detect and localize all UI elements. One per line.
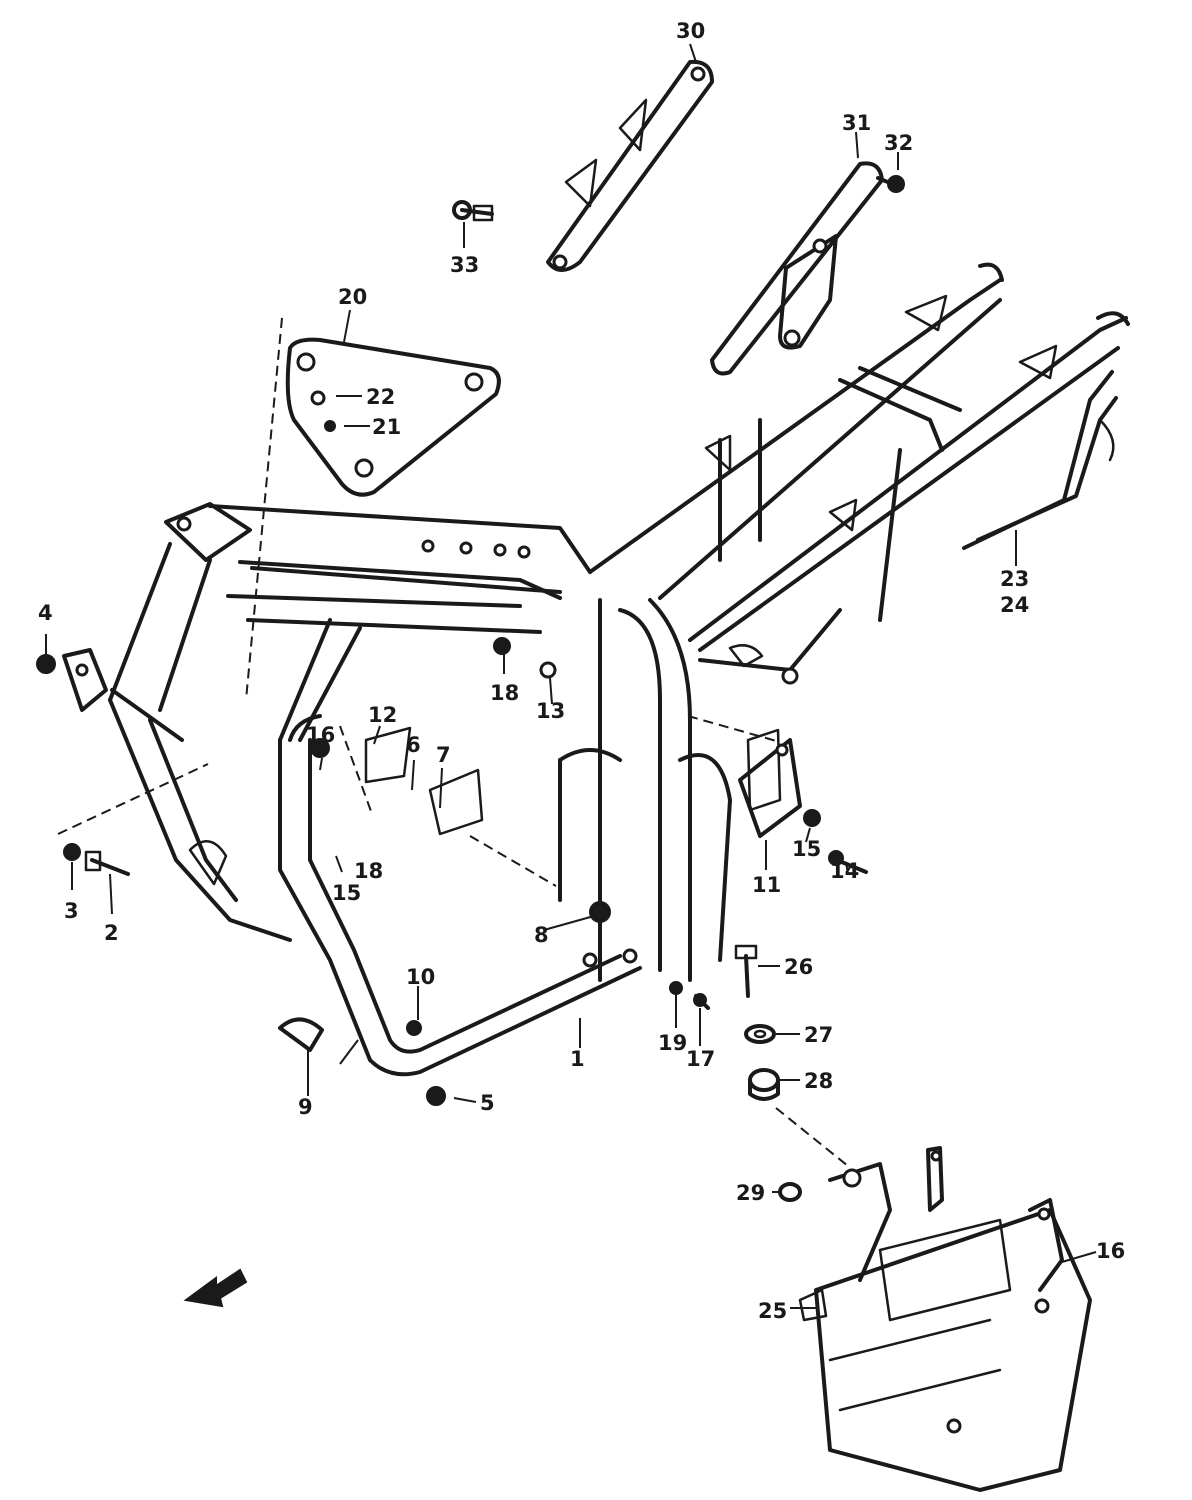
callout-22: 22 bbox=[366, 385, 395, 409]
callout-25: 25 bbox=[758, 1299, 787, 1323]
part-23-24-rail bbox=[962, 370, 1118, 550]
callout-16: 16 bbox=[306, 723, 335, 747]
part-1-main-frame bbox=[108, 262, 1130, 1077]
washer-27 bbox=[744, 1024, 776, 1044]
callout-15b: 15 bbox=[332, 881, 361, 905]
callout-23: 23 bbox=[1000, 567, 1029, 591]
fastener-15 bbox=[803, 809, 821, 827]
callout-11: 11 bbox=[752, 873, 781, 897]
fastener-3 bbox=[63, 843, 81, 861]
callout-9: 9 bbox=[298, 1095, 313, 1119]
fastener-5 bbox=[426, 1086, 446, 1106]
bracket-11 bbox=[738, 738, 802, 838]
bolt-14 bbox=[828, 850, 868, 874]
callout-leaders bbox=[45, 43, 1097, 1309]
callout-1: 1 bbox=[570, 1047, 585, 1071]
fastener-13 bbox=[539, 661, 557, 679]
callout-8: 8 bbox=[534, 923, 549, 947]
fastener-18a bbox=[493, 637, 511, 655]
callout-14: 14 bbox=[830, 859, 859, 883]
callout-21: 21 bbox=[372, 415, 401, 439]
callout-4: 4 bbox=[38, 601, 53, 625]
washer-29 bbox=[778, 1182, 802, 1202]
callout-2: 2 bbox=[104, 921, 119, 945]
callout-10: 10 bbox=[406, 965, 435, 989]
callout-7: 7 bbox=[436, 743, 451, 767]
fastener-4 bbox=[36, 654, 56, 674]
callout-16b: 16 bbox=[1096, 1239, 1125, 1263]
bolt-32 bbox=[876, 175, 905, 193]
callout-3: 3 bbox=[64, 899, 79, 923]
bolt-33 bbox=[452, 200, 494, 222]
callout-31: 31 bbox=[842, 111, 871, 135]
callout-15: 15 bbox=[792, 837, 821, 861]
callout-5: 5 bbox=[480, 1091, 495, 1115]
fastener-10 bbox=[406, 1020, 422, 1036]
bolt-2 bbox=[84, 850, 130, 876]
callout-19: 19 bbox=[658, 1031, 687, 1055]
part-30-bracket bbox=[546, 59, 714, 272]
callout-20: 20 bbox=[338, 285, 367, 309]
front-direction-arrow-icon bbox=[183, 1268, 248, 1308]
dashline-battery bbox=[775, 1107, 849, 1167]
bushing-28 bbox=[748, 1068, 780, 1101]
callout-32: 32 bbox=[884, 131, 913, 155]
dashline-front bbox=[57, 763, 209, 835]
callout-13: 13 bbox=[536, 699, 565, 723]
callout-12: 12 bbox=[368, 703, 397, 727]
part-20-side-plate bbox=[245, 317, 501, 701]
part-25-battery-box bbox=[798, 1146, 1092, 1492]
callout-6: 6 bbox=[406, 733, 421, 757]
callout-30: 30 bbox=[676, 19, 705, 43]
callout-27: 27 bbox=[804, 1023, 833, 1047]
callout-28: 28 bbox=[804, 1069, 833, 1093]
callout-labels: 30 31 32 33 20 22 21 23 24 4 3 2 18 13 1… bbox=[38, 19, 1125, 1323]
part-31-bracket bbox=[710, 161, 884, 376]
callout-29: 29 bbox=[736, 1181, 765, 1205]
bolt-26 bbox=[734, 944, 758, 998]
fastener-16a bbox=[310, 738, 330, 758]
callout-18b: 18 bbox=[354, 859, 383, 883]
fastener-9 bbox=[278, 1017, 324, 1052]
fastener-19 bbox=[669, 981, 683, 995]
bolt-17 bbox=[693, 993, 710, 1010]
dashline-lower bbox=[339, 1039, 359, 1065]
dashline-mid bbox=[469, 835, 557, 887]
callout-17: 17 bbox=[686, 1047, 715, 1071]
dashline-rear bbox=[687, 715, 781, 743]
callout-26: 26 bbox=[784, 955, 813, 979]
fastener-8-center bbox=[589, 901, 611, 923]
callout-33: 33 bbox=[450, 253, 479, 277]
callout-24: 24 bbox=[1000, 593, 1029, 617]
callout-18: 18 bbox=[490, 681, 519, 705]
bracket-left-front bbox=[62, 648, 108, 712]
